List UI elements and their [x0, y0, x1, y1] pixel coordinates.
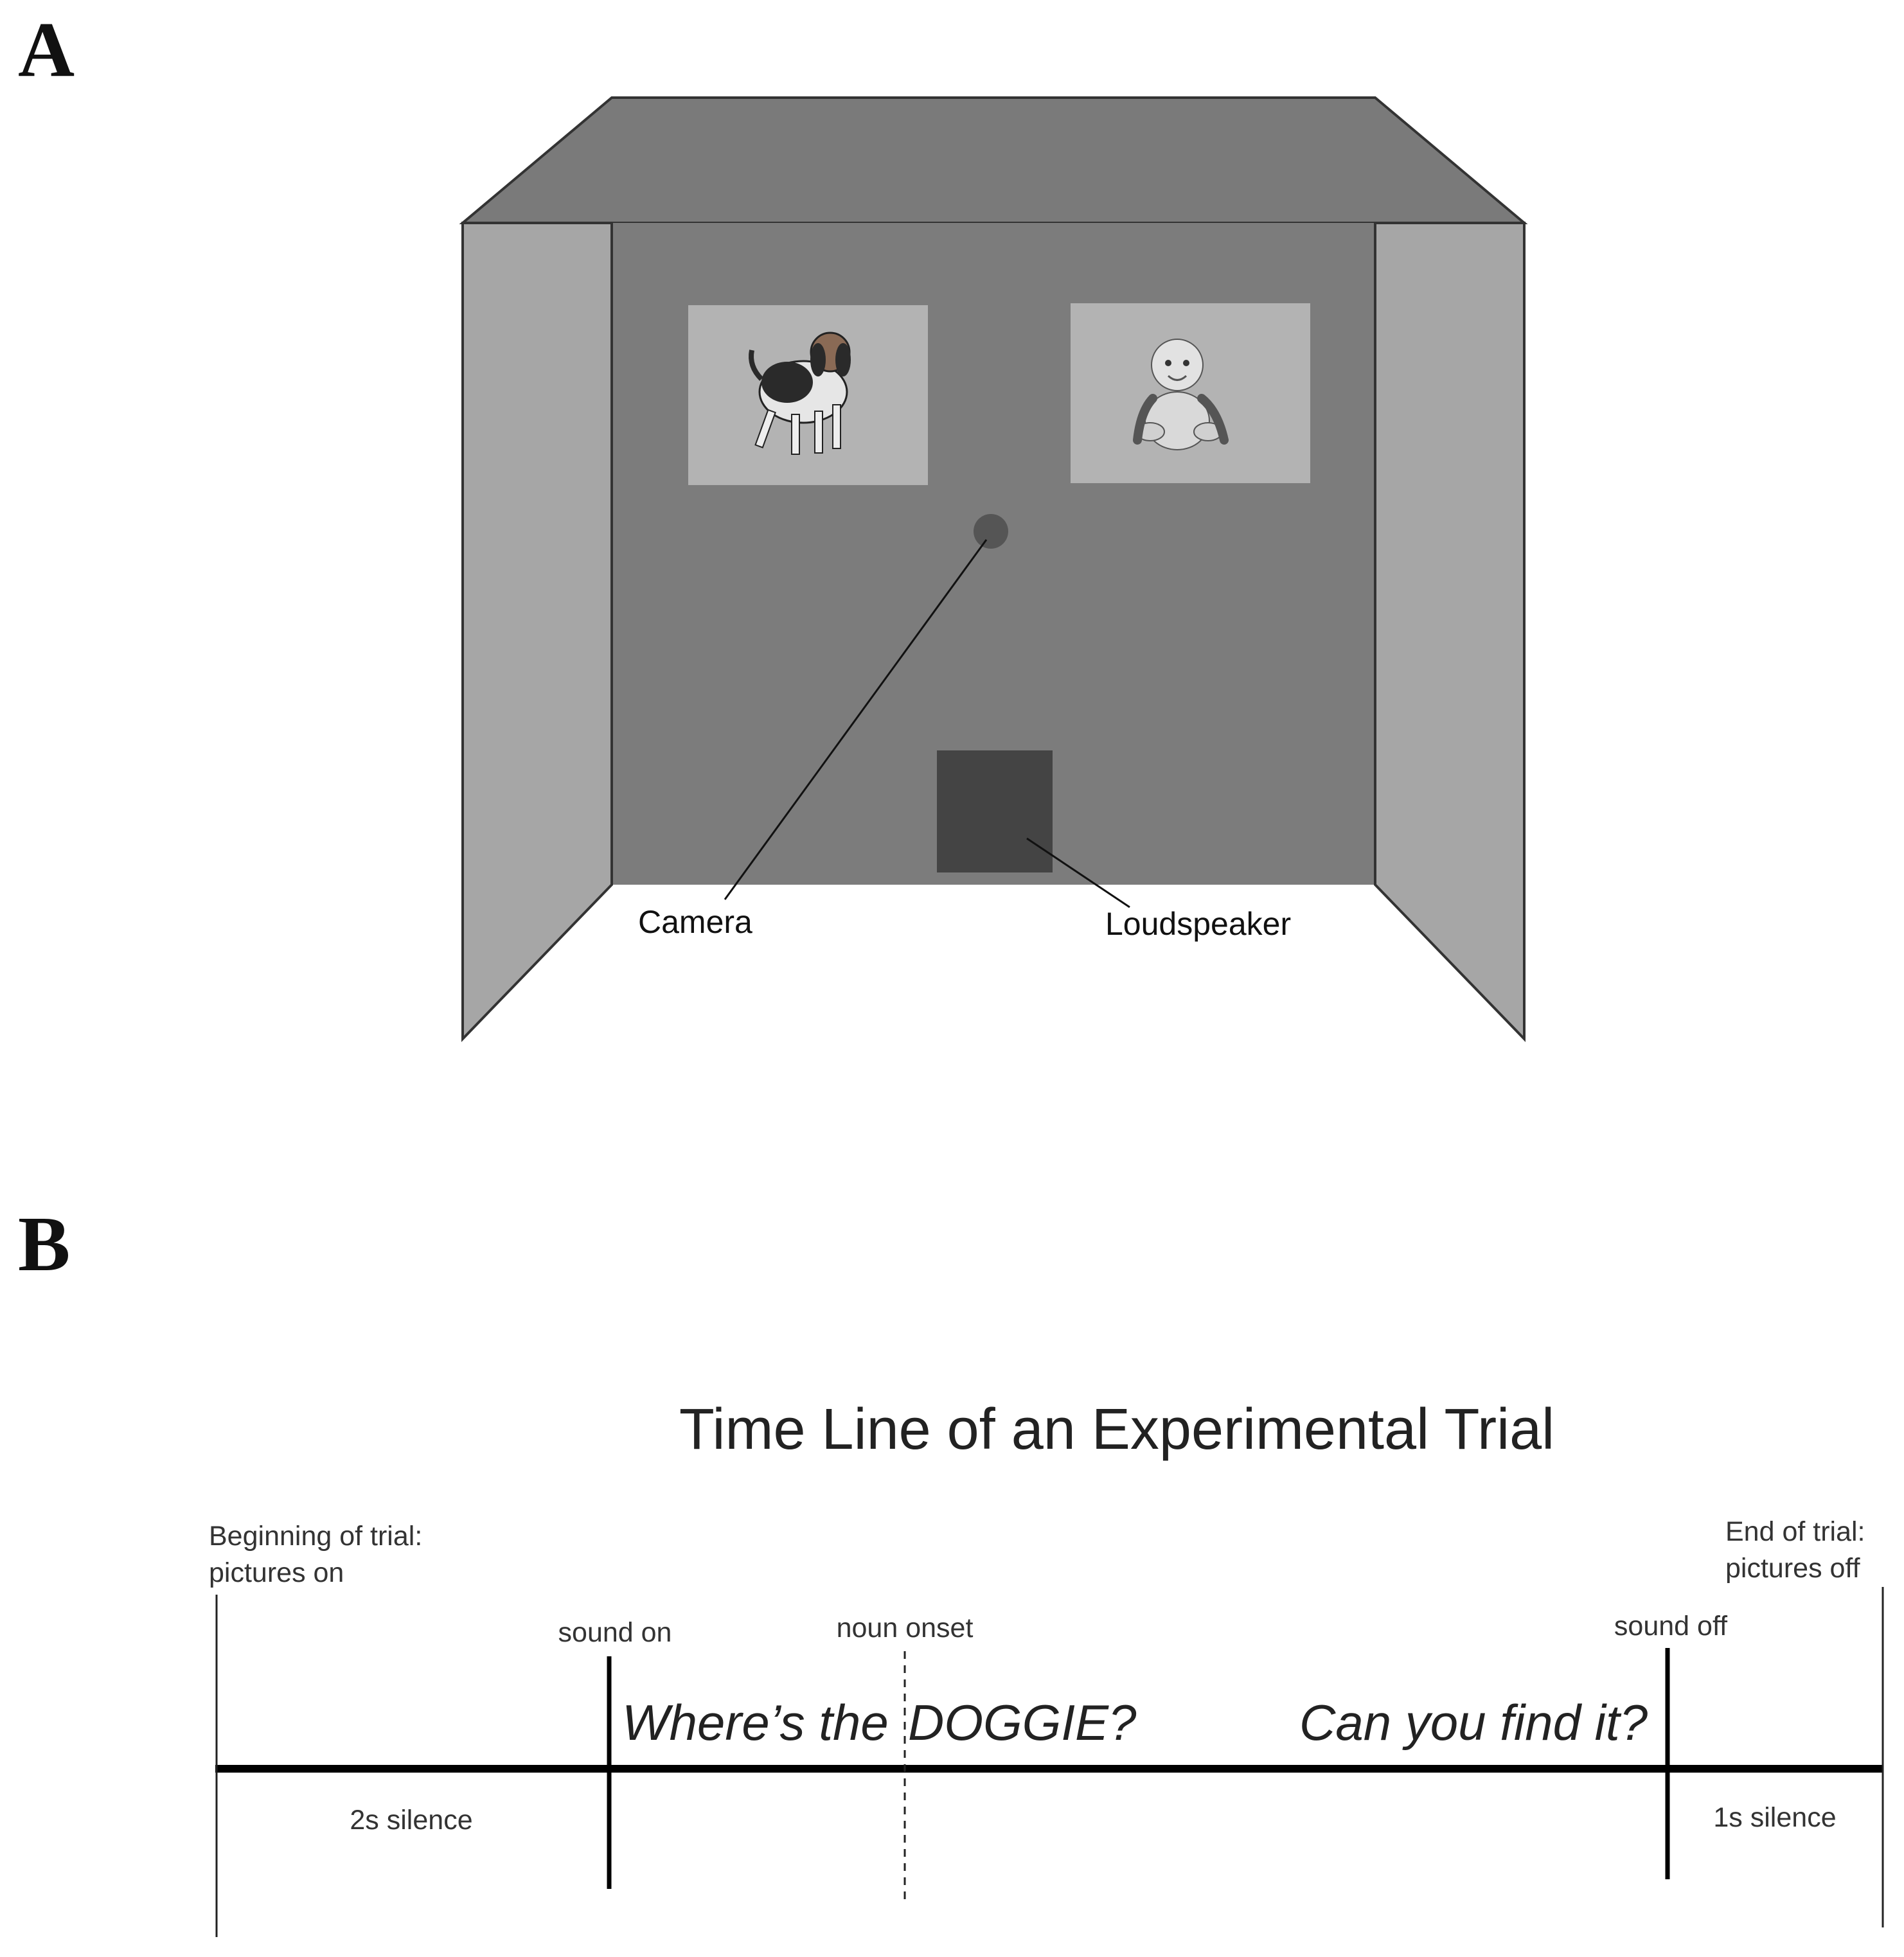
sound-off-label: sound off: [1614, 1611, 1728, 1642]
phrase-where-label: Where’s the: [622, 1694, 889, 1751]
sound-on-label: sound on: [558, 1617, 672, 1648]
silence-start-label: 2s silence: [350, 1805, 472, 1836]
camera-label: Camera: [638, 904, 752, 940]
phrase-doggie-label: DOGGIE?: [908, 1694, 1137, 1751]
booth-diagram: Camera Loudspeaker: [459, 96, 1528, 1042]
silence-end-label: 1s silence: [1713, 1802, 1836, 1833]
panel-b-label: B: [18, 1201, 70, 1288]
dog-picture: [688, 305, 928, 485]
baby-icon: [1133, 339, 1229, 450]
panel-a-label: A: [18, 6, 75, 93]
loudspeaker-icon: [937, 750, 1053, 872]
phrase-can-you-find-it-label: Can you find it?: [1299, 1694, 1648, 1751]
timeline-title: Time Line of an Experimental Trial: [679, 1397, 1554, 1462]
end-label-line2: pictures off: [1725, 1553, 1861, 1584]
beginning-label-line2: pictures on: [209, 1557, 344, 1588]
camera-leader-line: [724, 539, 988, 900]
beginning-label-line1: Beginning of trial:: [209, 1521, 422, 1552]
loudspeaker-label: Loudspeaker: [1105, 906, 1291, 942]
booth-right-panel: [1374, 222, 1526, 1042]
booth-roof: [459, 96, 1528, 224]
dog-icon: [749, 332, 851, 455]
camera-icon: [974, 514, 1008, 549]
baby-picture: [1071, 303, 1310, 483]
end-label-line1: End of trial:: [1725, 1516, 1865, 1547]
loudspeaker-leader-line: [1026, 837, 1130, 908]
timeline-diagram: Time Line of an Experimental Trial Begin…: [209, 1397, 1884, 1937]
booth-left-panel: [461, 222, 613, 1042]
noun-onset-label: noun onset: [837, 1613, 974, 1643]
